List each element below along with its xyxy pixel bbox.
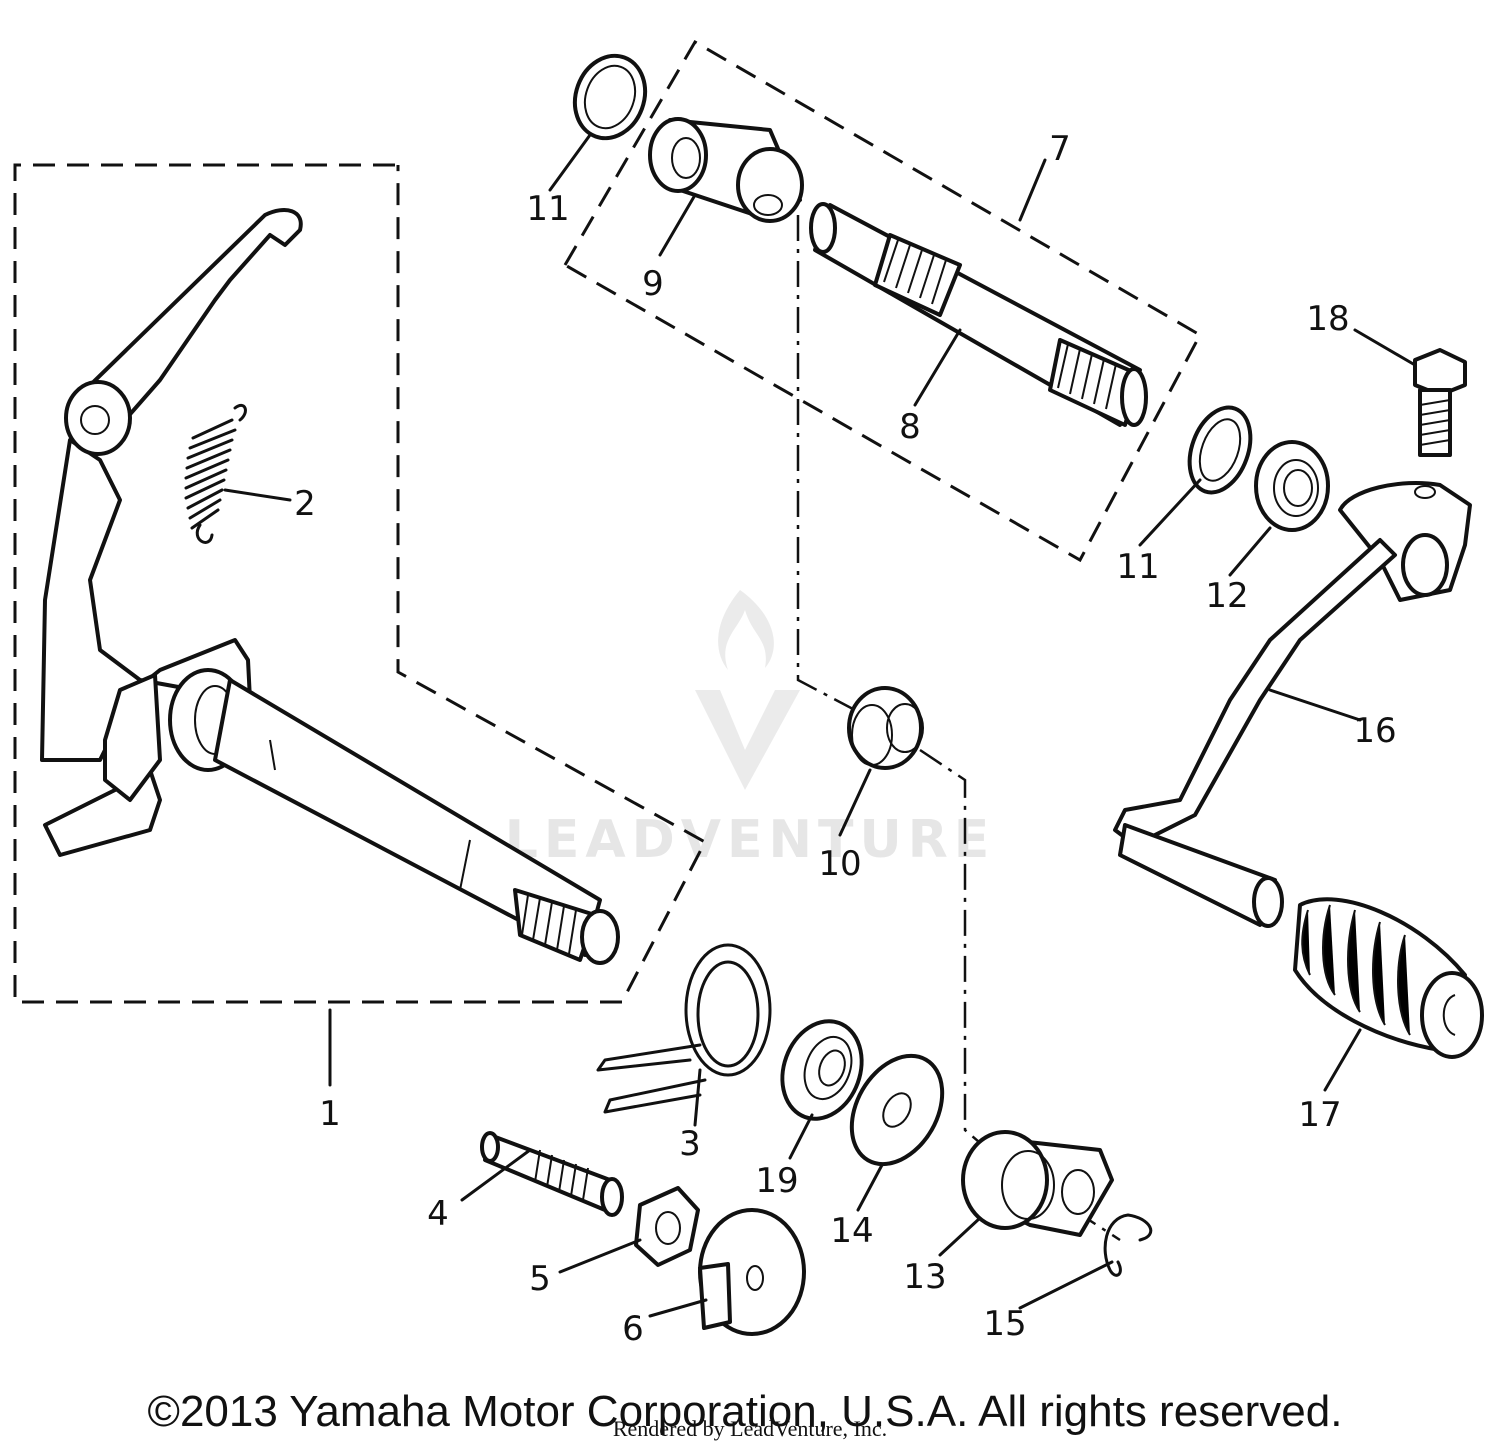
callout-5: 5 [529,1259,551,1299]
callout-6: 6 [622,1309,644,1349]
part-4-stud-bolt [480,1131,624,1217]
part-8-shaft [809,202,1148,427]
callout-8: 8 [899,407,921,447]
callout-14: 14 [830,1211,873,1251]
callout-11-top: 11 [526,189,569,229]
part-13-shift-lever-joint [961,1130,1114,1237]
callout-13: 13 [903,1257,946,1297]
axis-line-9-to-10 [796,215,871,720]
part-17-pedal-rubber [1293,897,1484,1059]
callout-2: 2 [294,484,316,524]
assembly-1-dashed-box [13,163,708,1004]
watermark-text: LEADVENTURE [505,810,996,870]
part-6-cam-plate [698,1208,806,1336]
rendered-by-text: Rendered by LeadVenture, Inc. [613,1416,887,1441]
part-1-shift-shaft-assembly [40,208,620,965]
callout-3: 3 [679,1124,701,1164]
callout-18: 18 [1306,299,1349,339]
part-5-nut [634,1186,700,1267]
part-2-spring [184,403,247,544]
part-18-bolt [1413,348,1467,457]
part-9-bushing [648,117,804,223]
callout-12: 12 [1205,576,1248,616]
watermark-v-icon [695,690,800,790]
copyright-text: ©2013 Yamaha Motor Corporation, U.S.A. A… [148,1387,1343,1436]
part-11-washer-right [1187,405,1253,495]
callout-numbers: 1 2 3 4 5 6 7 8 9 10 11 11 12 13 14 15 1… [294,129,1396,1349]
part-14-plate-washer [849,1053,945,1167]
leadventure-watermark: LEADVENTURE [505,590,996,870]
callout-7: 7 [1049,129,1071,169]
assembly-7-dashed-box [562,39,1203,563]
callout-17: 17 [1298,1095,1341,1135]
part-10-grommet [847,686,924,770]
watermark-flame-icon [718,590,774,670]
callout-11-right: 11 [1116,547,1159,587]
callout-9: 9 [642,264,664,304]
callout-15: 15 [983,1304,1026,1344]
callout-1: 1 [319,1094,341,1134]
callout-4: 4 [427,1194,449,1234]
part-15-circlip [1103,1213,1153,1277]
callout-16: 16 [1353,711,1396,751]
part-16-shift-pedal [1113,481,1472,928]
part-3-torsion-spring [596,943,772,1114]
leader-lines [223,133,1417,1318]
part-12-oil-seal [1254,440,1330,532]
callout-10: 10 [818,844,861,884]
part-19-oil-seal [780,1019,864,1121]
part-11-washer-top [572,53,648,141]
callout-19: 19 [755,1161,798,1201]
